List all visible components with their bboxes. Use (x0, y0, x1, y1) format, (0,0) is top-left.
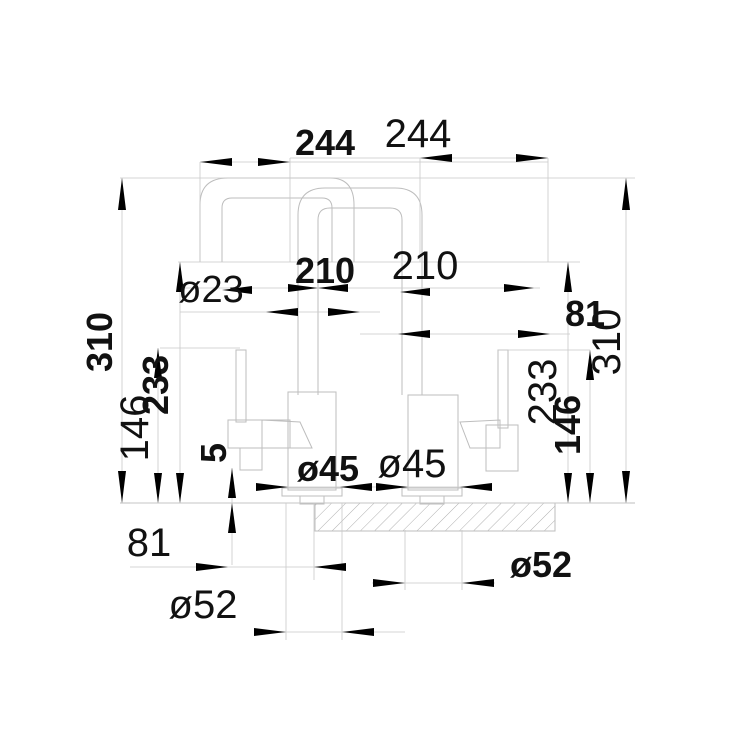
label-clearance-bold: 81 (565, 293, 605, 334)
faucet-outline-left (199, 177, 423, 505)
worktop-section (120, 502, 635, 532)
label-height-handle-light: 146 (113, 395, 157, 462)
dimension-labels: 244 244 210 210 ø23 310 310 233 233 146 … (79, 112, 629, 627)
label-hole-diameter-light: ø52 (169, 583, 238, 627)
label-clearance-light: 81 (127, 521, 172, 565)
label-spout-diameter: ø23 (178, 269, 243, 311)
label-height-total-light: 310 (585, 309, 629, 376)
label-hole-diameter-bold: ø52 (510, 544, 572, 585)
label-height-total-bold: 310 (79, 312, 120, 372)
label-width-total-light: 244 (385, 112, 452, 156)
label-height-spout-light: 233 (521, 359, 565, 426)
faucet-outline-right (401, 349, 519, 505)
label-height-spout-bold: 233 (135, 355, 176, 415)
label-spout-reach-bold: 210 (295, 250, 355, 291)
label-height-handle-bold: 146 (547, 395, 588, 455)
label-base-diameter-bold: ø45 (297, 448, 359, 489)
label-width-total-bold: 244 (295, 122, 355, 163)
label-base-diameter-light: ø45 (378, 442, 447, 486)
dimension-arrows (118, 154, 630, 636)
label-spout-reach-light: 210 (392, 244, 459, 288)
label-offset-bold: 5 (193, 443, 234, 463)
